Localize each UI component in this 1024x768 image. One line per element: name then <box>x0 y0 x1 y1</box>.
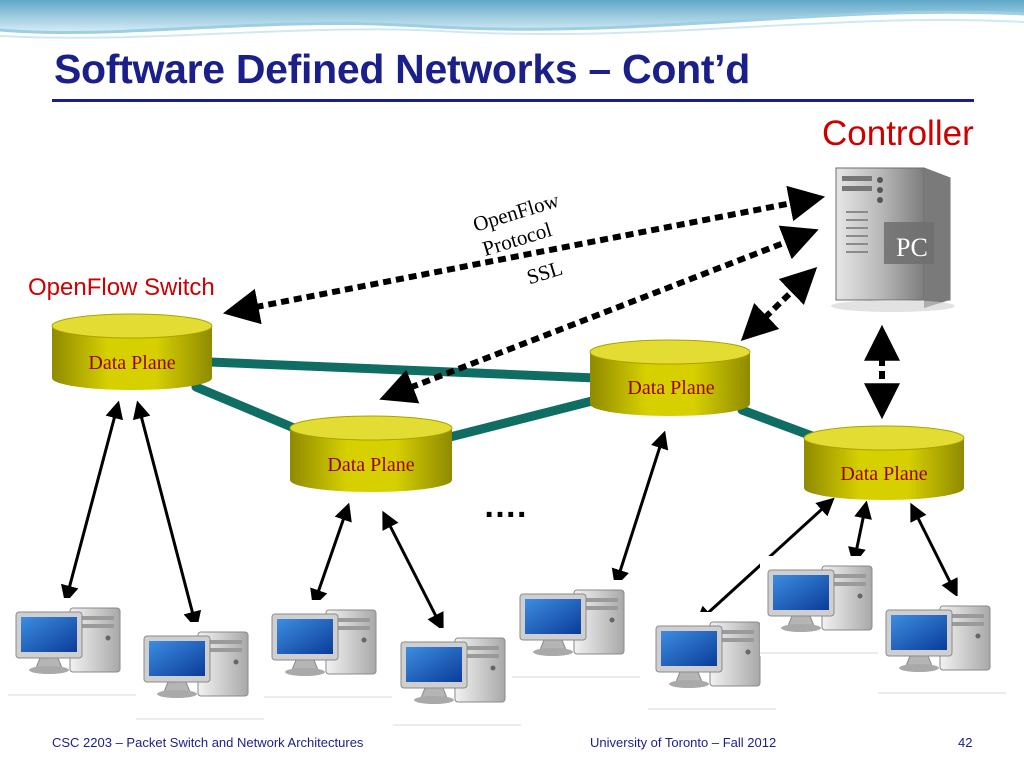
data-plane-switch-1: Data Plane <box>51 313 213 390</box>
desktop-computer-icon <box>647 611 777 713</box>
footer-course: CSC 2203 – Packet Switch and Network Arc… <box>52 735 364 750</box>
data-plane-label: Data Plane <box>627 377 714 399</box>
desktop-computer-icon <box>7 597 137 699</box>
title-underline <box>52 99 974 102</box>
header-wave-decoration <box>0 0 1024 39</box>
desktop-computer-icon <box>759 555 889 657</box>
data-plane-switch-3: Data Plane <box>589 339 751 416</box>
more-switches-ellipsis: …. <box>483 487 526 525</box>
controller-label: Controller <box>822 114 974 153</box>
desktop-computer-icon <box>392 627 522 729</box>
footer-page-number: 42 <box>958 735 973 750</box>
desktop-computer-icon <box>135 621 265 723</box>
slide-title: Software Defined Networks – Cont’d <box>54 46 751 92</box>
controller-pc-text: PC <box>896 233 928 262</box>
protocol-label: OpenFlow Protocol SSL <box>470 188 566 290</box>
desktop-computer-icon <box>877 595 1007 697</box>
openflow-switch-label: OpenFlow Switch <box>28 274 215 301</box>
data-plane-label: Data Plane <box>327 454 414 476</box>
footer-institution: University of Toronto – Fall 2012 <box>590 735 777 750</box>
controller-server-icon: PC <box>831 167 955 312</box>
desktop-computer-icon <box>511 579 641 681</box>
protocol-label-ssl: SSL <box>524 256 566 290</box>
data-plane-label: Data Plane <box>88 352 175 374</box>
desktop-computer-icon <box>263 599 393 701</box>
data-plane-switch-2: Data Plane <box>289 415 453 492</box>
data-plane-label: Data Plane <box>840 463 927 485</box>
openflow-control-arrows <box>222 185 900 420</box>
data-plane-switch-4: Data Plane <box>803 425 965 500</box>
end-hosts <box>7 555 1007 729</box>
